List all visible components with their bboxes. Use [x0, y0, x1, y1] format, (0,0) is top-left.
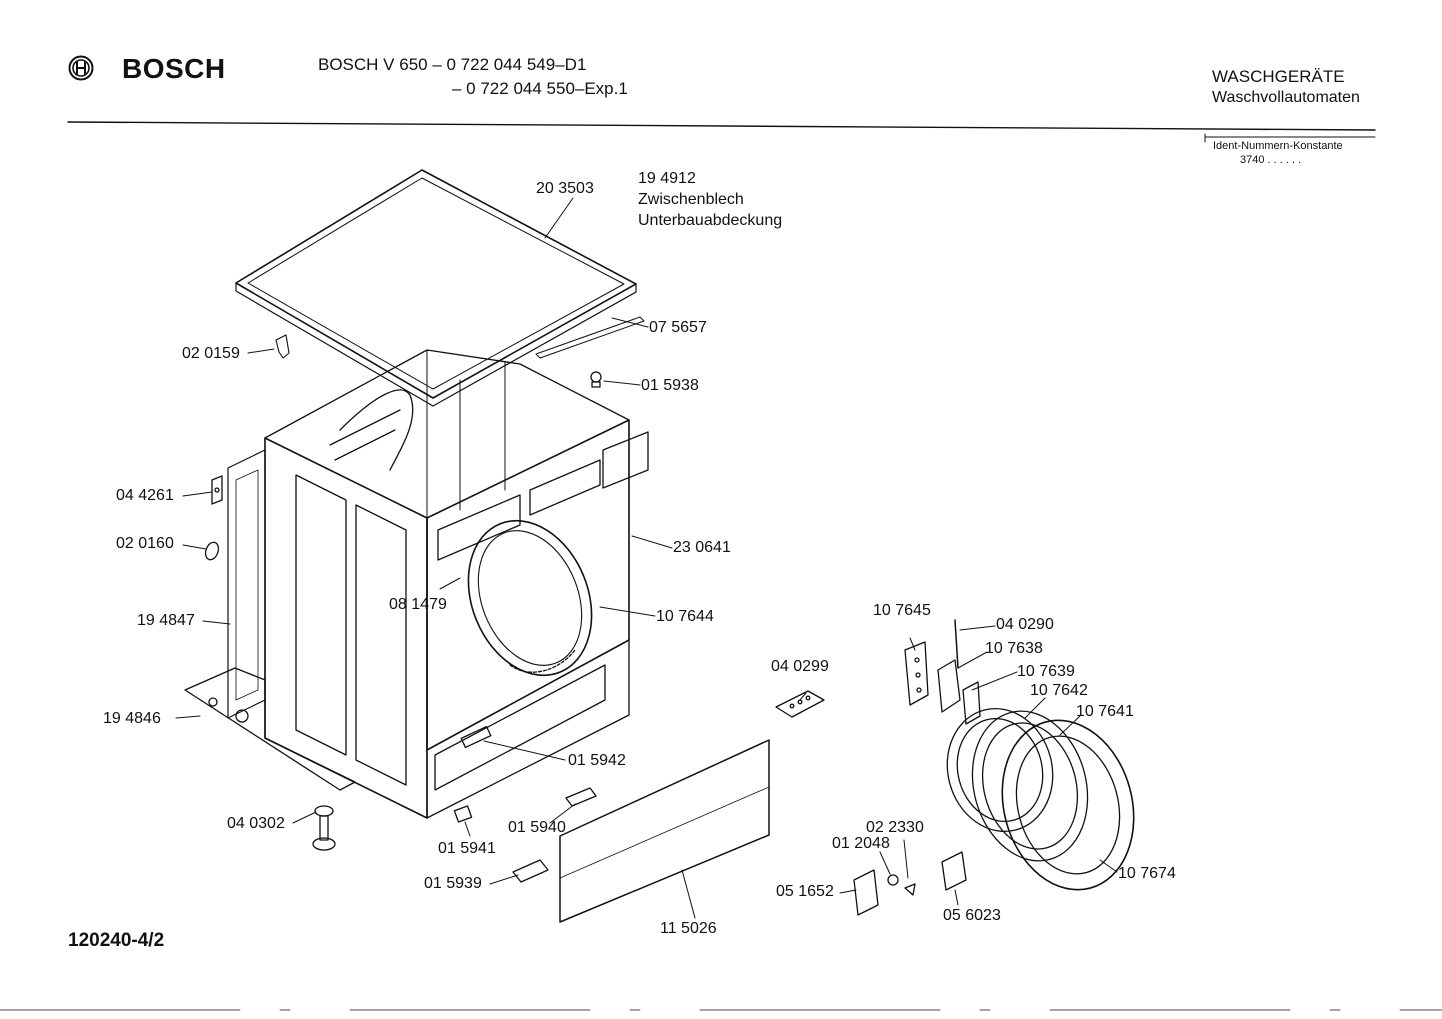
top-cover-plate	[236, 170, 636, 406]
part-label-081479: 08 1479	[389, 596, 447, 613]
part-label-040302: 04 0302	[227, 815, 285, 832]
category-subtitle: Waschvollautomaten	[1212, 89, 1360, 106]
part-label-194912: 19 4912	[638, 170, 696, 187]
part-name-zwischenblech: Zwischenblech	[638, 191, 744, 208]
part-label-107642: 10 7642	[1030, 682, 1088, 699]
bosch-logo-icon	[68, 55, 94, 81]
part-label-107645: 10 7645	[873, 602, 931, 619]
part-label-040299: 04 0299	[771, 658, 829, 675]
category-title: WASCHGERÄTE	[1212, 67, 1345, 86]
part-label-107674: 10 7674	[1118, 865, 1176, 882]
part-label-020160: 02 0160	[116, 535, 174, 552]
model-line-1: BOSCH V 650 – 0 722 044 549–D1	[318, 55, 587, 74]
part-label-022330: 02 2330	[866, 819, 924, 836]
part-label-051652: 05 1652	[776, 883, 834, 900]
adjustable-foot	[313, 806, 335, 850]
model-line-2: – 0 722 044 550–Exp.1	[452, 79, 628, 98]
part-label-015939: 01 5939	[424, 875, 482, 892]
part-label-015940: 01 5940	[508, 819, 566, 836]
brand-name: BOSCH	[122, 53, 226, 84]
part-label-230641: 23 0641	[673, 539, 731, 556]
part-label-115026: 11 5026	[660, 920, 717, 937]
part-label-107644: 10 7644	[656, 608, 714, 625]
part-label-012048: 01 2048	[832, 835, 890, 852]
door-assembly	[934, 697, 1152, 905]
part-label-194847: 19 4847	[137, 612, 195, 629]
part-label-056023: 05 6023	[943, 907, 1001, 924]
part-label-107638: 10 7638	[985, 640, 1043, 657]
part-label-107641: 10 7641	[1076, 703, 1134, 720]
part-label-040290: 04 0290	[996, 616, 1054, 633]
part-label-203503: 20 3503	[536, 180, 594, 197]
document-number: 120240-4/2	[68, 930, 165, 951]
part-label-015942: 01 5942	[568, 752, 626, 769]
cabinet-body	[185, 350, 648, 818]
part-label-194846: 19 4846	[103, 710, 161, 727]
part-label-107639: 10 7639	[1017, 663, 1075, 680]
part-label-015938: 01 5938	[641, 377, 699, 394]
part-label-044261: 04 4261	[116, 487, 174, 504]
ident-label: Ident-Nummern-Konstante	[1213, 140, 1343, 152]
ident-value: 3740 . . . . . .	[1240, 154, 1302, 166]
part-name-unterbauabdeckung: Unterbauabdeckung	[638, 212, 783, 229]
part-label-020159: 02 0159	[182, 345, 240, 362]
part-label-015941: 01 5941	[438, 840, 496, 857]
part-label-075657: 07 5657	[649, 319, 707, 336]
